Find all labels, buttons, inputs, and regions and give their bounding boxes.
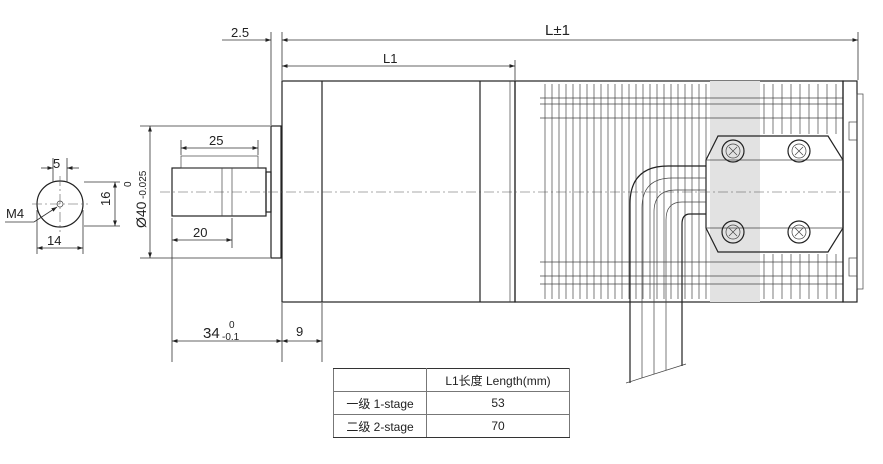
gearbox-body <box>281 80 516 303</box>
length-cell: 53 <box>426 391 570 415</box>
dim-shaft-length: 20 <box>193 225 207 240</box>
stage-cell: 一级 1-stage <box>333 391 427 415</box>
length-table: L1长度 Length(mm) 一级 1-stage 53 二级 2-stage… <box>333 368 570 438</box>
dim-key-height: 16 <box>98 192 113 206</box>
table-row: 一级 1-stage 53 <box>333 391 570 415</box>
dim-overall-length: L±1 <box>545 22 570 39</box>
table-row: 二级 2-stage 70 <box>333 414 570 438</box>
dim-flange-length: 34 <box>203 325 220 342</box>
shaft-end-view <box>5 158 120 254</box>
dim-flange-step: 9 <box>296 324 303 339</box>
table-header-cell <box>333 368 427 392</box>
table-header-row: L1长度 Length(mm) <box>333 368 570 392</box>
bolt-icon <box>721 220 745 244</box>
bolt-icon <box>721 139 745 163</box>
dim-shaft-width: 14 <box>47 233 61 248</box>
dim-diameter-tol-upper: 0 <box>123 181 134 187</box>
dim-flange-tol-upper: 0 <box>229 320 235 331</box>
motor-cable <box>625 165 706 384</box>
cable-clamp <box>705 135 844 253</box>
dim-flange-gap: 2.5 <box>231 25 249 40</box>
table-header-cell: L1长度 Length(mm) <box>426 368 570 392</box>
dimension-lines <box>140 32 859 362</box>
dim-gearbox-length: L1 <box>383 51 397 66</box>
dim-shaft-diameter: Ø40 <box>133 201 149 228</box>
dim-flange-tol-lower: -0.1 <box>222 332 240 343</box>
bolt-icon <box>787 139 811 163</box>
length-cell: 70 <box>426 414 570 438</box>
stage-cell: 二级 2-stage <box>333 414 427 438</box>
motor-body <box>514 80 864 303</box>
dim-key-length: 25 <box>209 133 223 148</box>
bolt-icon <box>787 220 811 244</box>
dim-thread: M4 <box>6 206 24 221</box>
dim-diameter-tol-lower: -0.025 <box>138 170 149 199</box>
dim-key-width: 5 <box>53 156 60 171</box>
